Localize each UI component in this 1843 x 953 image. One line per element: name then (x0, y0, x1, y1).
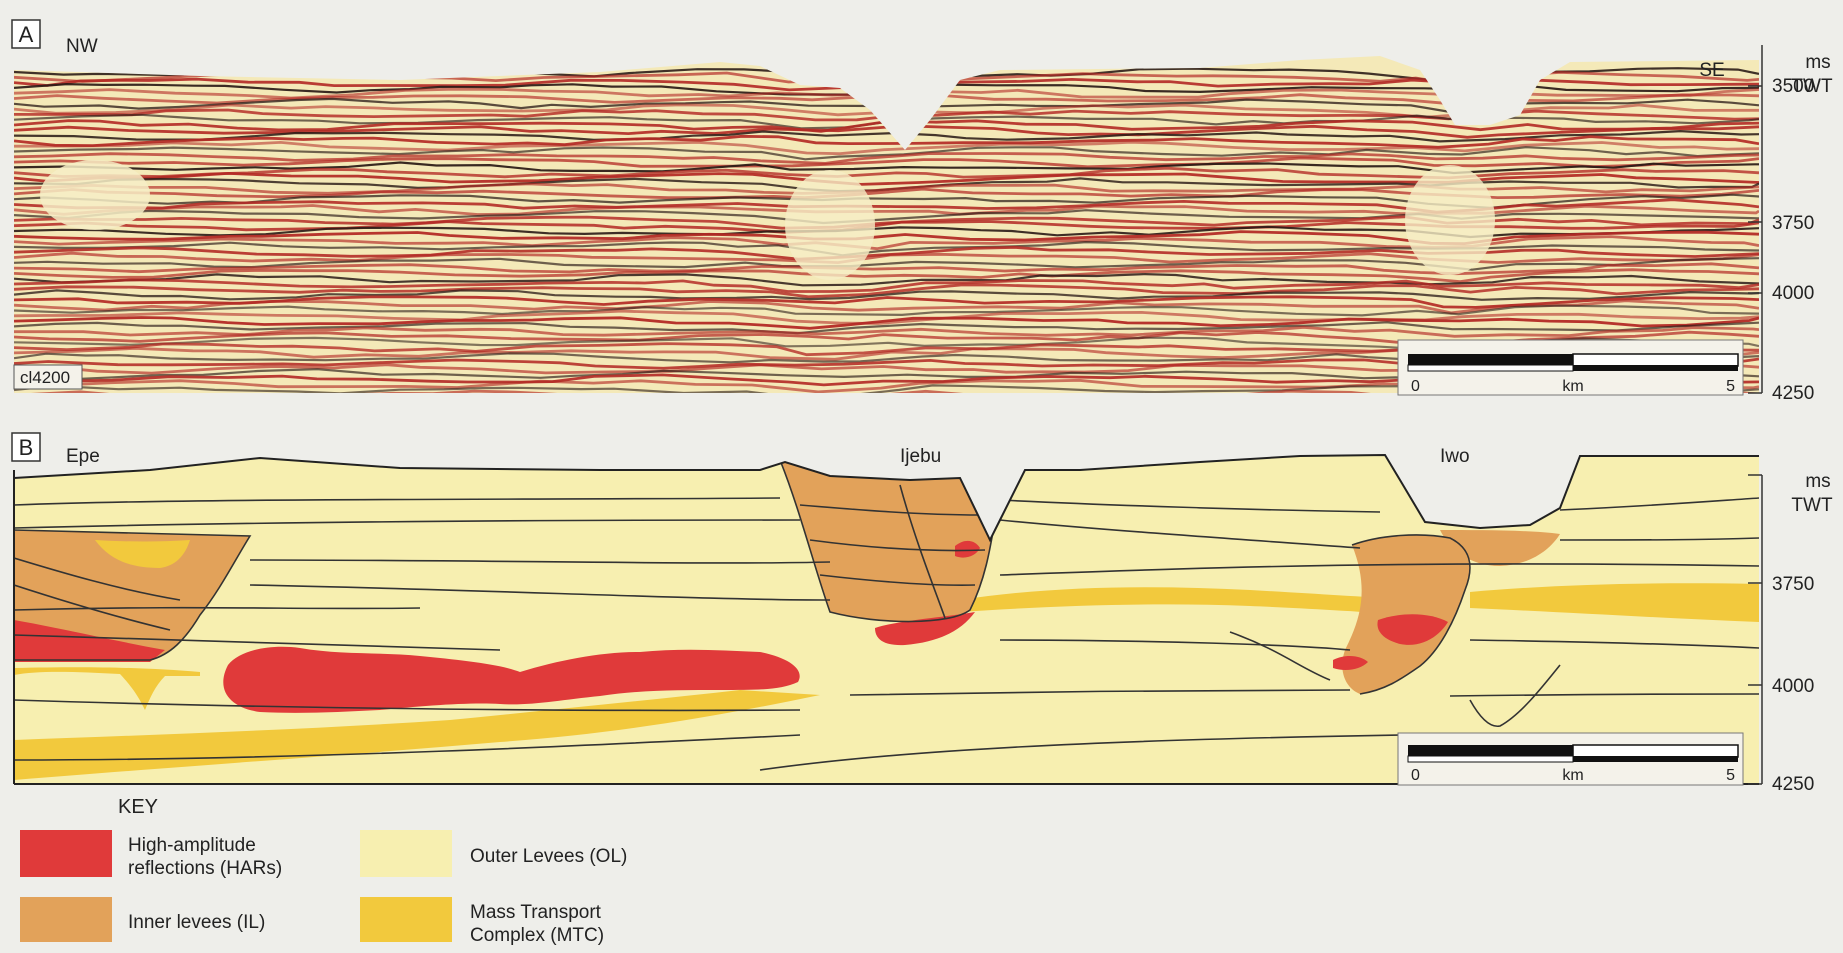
axis-a-tick-3500: 3500 (1772, 76, 1814, 97)
legend-item-har: High-amplitude reflections (HARs) (20, 830, 282, 879)
panel-a-right-direction: SE (1699, 60, 1724, 81)
channel-name-ijebu: Ijebu (900, 446, 941, 467)
axis-a-tick-4000: 4000 (1772, 283, 1814, 304)
axis-b-tick-4250: 4250 (1772, 774, 1814, 795)
scale-bar-b: 0 km 5 (1398, 733, 1743, 785)
legend-title: KEY (118, 796, 158, 818)
legend-label-har-1: High-amplitude (128, 835, 256, 856)
legend-item-outer-levee: Outer Levees (OL) (360, 830, 627, 877)
panel-b-letter: B (19, 435, 34, 460)
legend-swatch-outer-levee (360, 830, 452, 877)
scale-start-b: 0 (1411, 767, 1420, 784)
legend-label-mtc-2: Complex (MTC) (470, 925, 604, 946)
scale-bar-a: 0 km 5 (1398, 340, 1743, 395)
panel-a: A NW cl4200 SE 0 km 5 (12, 20, 1833, 404)
scale-unit-b: km (1562, 767, 1583, 784)
axis-b-unit-2: TWT (1791, 495, 1833, 516)
scale-unit-a: km (1562, 378, 1583, 395)
chaotic-zone (40, 160, 150, 230)
legend: KEY High-amplitude reflections (HARs) In… (20, 796, 627, 946)
channel-name-epe: Epe (66, 446, 100, 467)
legend-label-har-2: reflections (HARs) (128, 858, 282, 879)
panel-b: B Epe Ijebu Iwo (12, 433, 1833, 795)
axis-b-unit-1: ms (1805, 471, 1830, 492)
axis-a-unit-1: ms (1805, 52, 1830, 73)
legend-label-inner-levee: Inner levees (IL) (128, 912, 265, 933)
scale-end-b: 5 (1726, 767, 1735, 784)
axis-b: ms TWT 3750 4000 4250 (1748, 471, 1833, 795)
panel-a-left-direction: NW (66, 36, 98, 57)
line-id: cl4200 (20, 368, 70, 387)
legend-swatch-inner-levee (20, 897, 112, 942)
axis-a-tick-3750: 3750 (1772, 213, 1814, 234)
legend-label-mtc-1: Mass Transport (470, 902, 602, 923)
chaotic-zone (785, 170, 875, 280)
legend-label-outer-levee: Outer Levees (OL) (470, 846, 627, 867)
legend-swatch-mtc (360, 897, 452, 942)
axis-a-tick-4250: 4250 (1772, 383, 1814, 404)
scale-start-a: 0 (1411, 378, 1420, 395)
legend-item-inner-levee: Inner levees (IL) (20, 897, 265, 942)
axis-b-tick-3750: 3750 (1772, 574, 1814, 595)
channel-name-iwo: Iwo (1440, 446, 1470, 467)
panel-a-letter: A (19, 22, 34, 47)
axis-a: ms TWT 3500 3750 4000 4250 (1748, 45, 1833, 404)
scale-end-a: 5 (1726, 378, 1735, 395)
legend-item-mtc: Mass Transport Complex (MTC) (360, 897, 604, 946)
legend-swatch-har (20, 830, 112, 877)
chaotic-zone (1405, 165, 1495, 275)
axis-b-tick-4000: 4000 (1772, 676, 1814, 697)
